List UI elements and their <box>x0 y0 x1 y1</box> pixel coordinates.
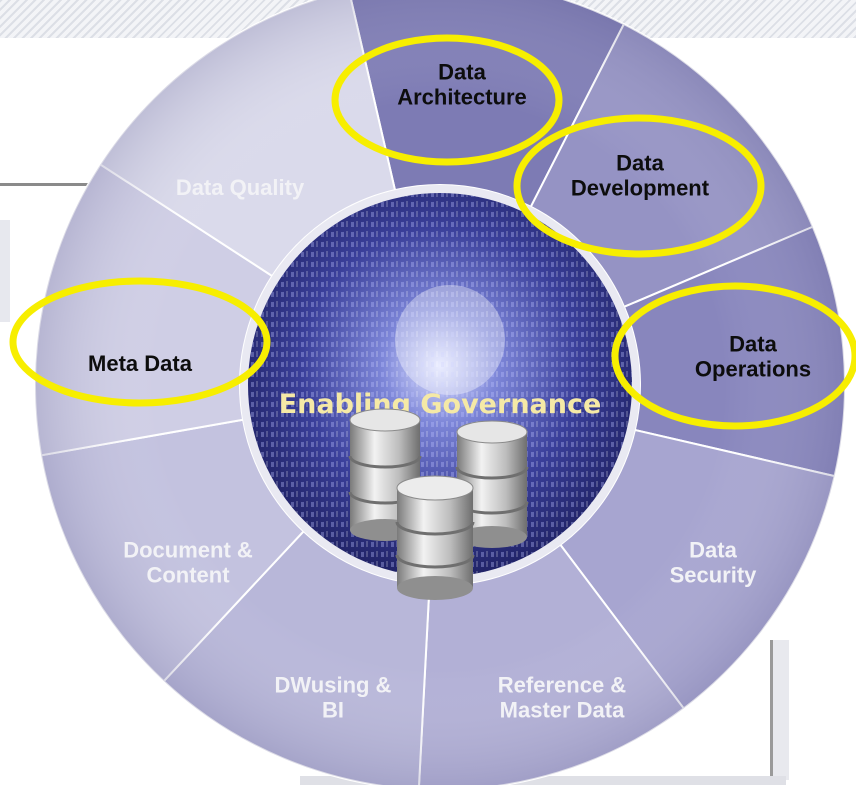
highlight-rings <box>9 34 856 430</box>
label-dwusing-bi: DWusing &BI <box>275 673 392 723</box>
label-line: Data <box>616 151 664 176</box>
label-line: Development <box>571 176 710 201</box>
label-document-content: Document &Content <box>123 538 253 588</box>
right-side-bar <box>770 640 789 780</box>
label-line: Document & <box>123 538 253 563</box>
label-meta-data: Meta Data <box>88 351 193 376</box>
binary-pattern <box>248 193 632 577</box>
highlight-ring-data-development <box>513 114 765 258</box>
highlight-ring-data-operations <box>611 282 856 430</box>
label-line: Reference & <box>498 673 627 698</box>
highlight-ring-meta-data <box>9 277 271 407</box>
center-title: Enabling Governance <box>279 389 602 420</box>
label-line: Data <box>438 60 486 85</box>
label-line: Security <box>670 563 758 588</box>
bottom-strip <box>300 776 786 785</box>
label-line: BI <box>322 698 344 723</box>
label-reference-master-data: Reference &Master Data <box>498 673 627 723</box>
label-line: Master Data <box>500 698 625 723</box>
label-line: Operations <box>695 357 811 382</box>
label-line: Data <box>689 538 737 563</box>
highlight-ring-data-architecture <box>331 34 563 166</box>
label-line: Architecture <box>397 85 527 110</box>
label-line: Data <box>729 332 777 357</box>
database-stack-icon <box>348 408 529 600</box>
tunnel-light <box>395 285 505 395</box>
label-line: Data Quality <box>176 175 305 200</box>
left-side-box <box>0 220 10 322</box>
label-line: DWusing & <box>275 673 392 698</box>
label-data-quality: Data Quality <box>176 175 305 200</box>
label-line: Meta Data <box>88 351 193 376</box>
label-line: Content <box>146 563 230 588</box>
